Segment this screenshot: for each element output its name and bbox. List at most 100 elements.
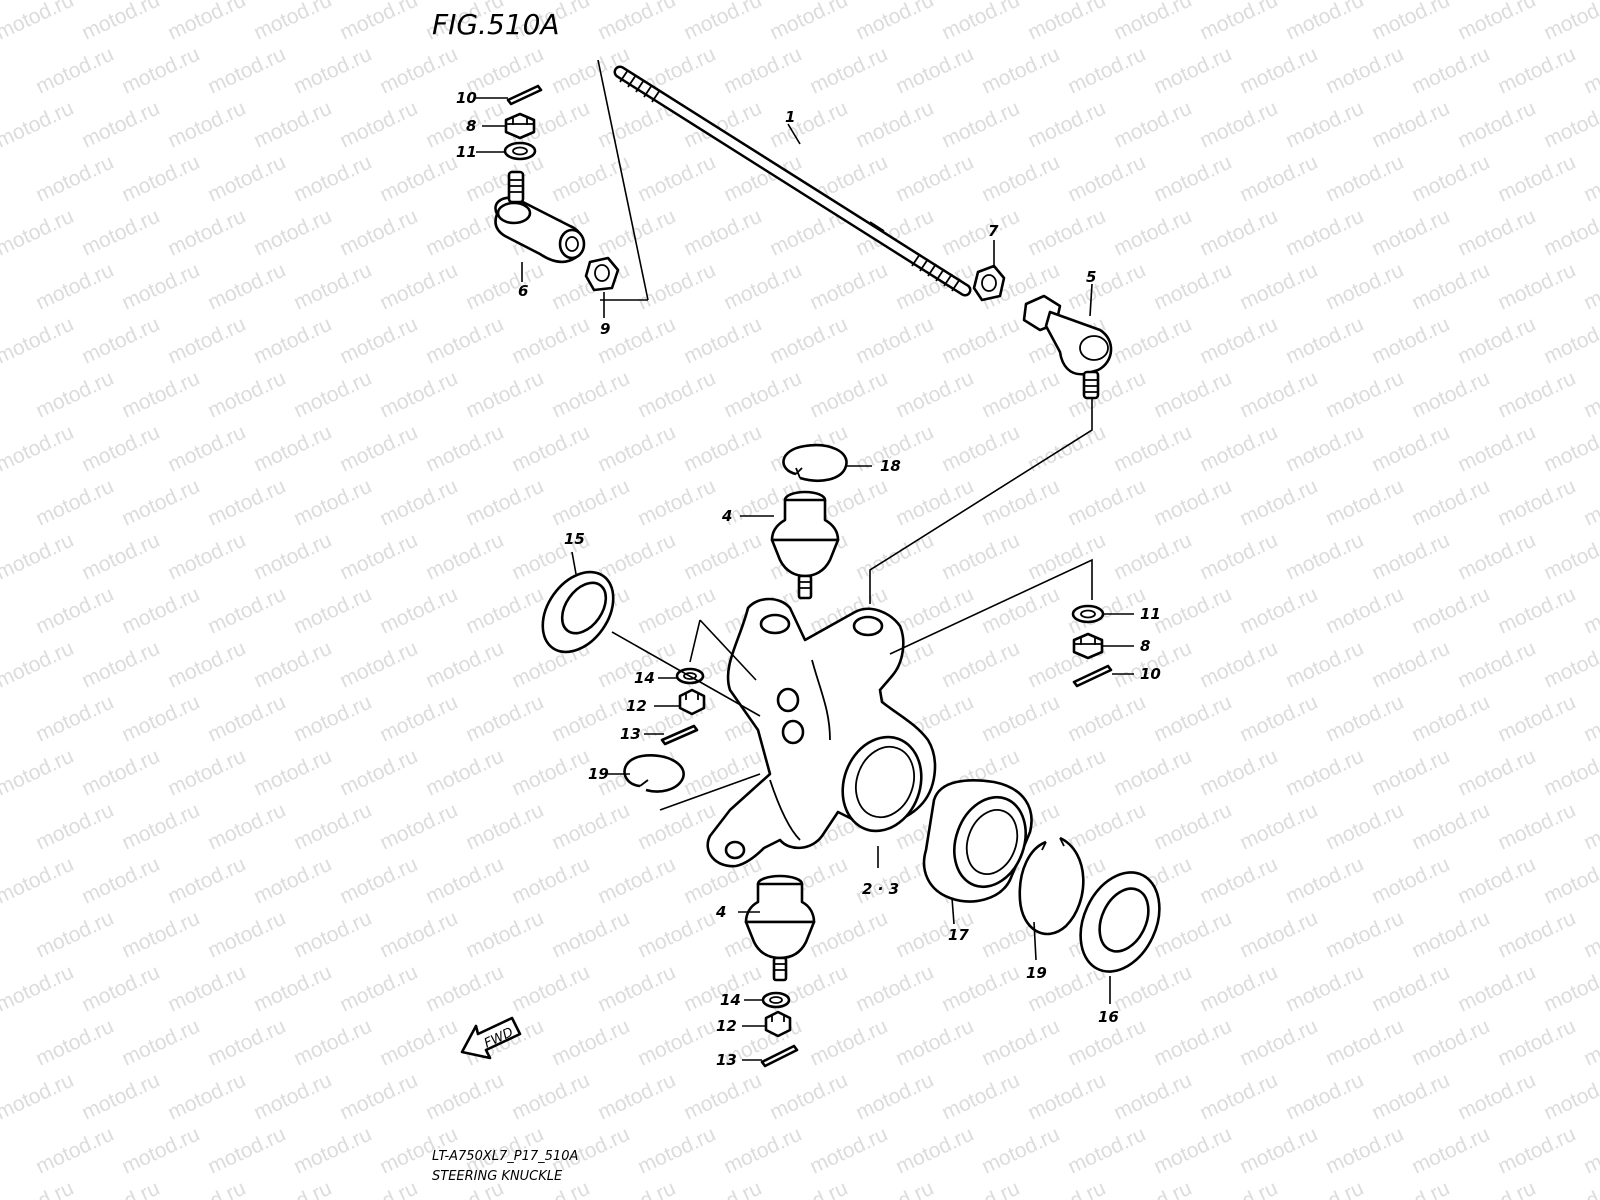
watermark-text: motod.ru: [1282, 1177, 1367, 1200]
watermark-text: motod.ru: [336, 637, 421, 693]
watermark-text: motod.ru: [250, 853, 335, 909]
watermark-text: motod.ru: [164, 0, 249, 45]
watermark-text: motod.ru: [1282, 745, 1367, 801]
circlip-upper[interactable]: [782, 443, 848, 482]
watermark-text: motod.ru: [1408, 583, 1493, 639]
watermark-text: motod.ru: [1196, 745, 1281, 801]
watermark-text: motod.ru: [1236, 799, 1321, 855]
watermark-text: motod.ru: [462, 583, 547, 639]
watermark-text: motod.ru: [1024, 1069, 1109, 1125]
watermark-text: motod.ru: [508, 313, 593, 369]
cotter-pin-top[interactable]: [506, 84, 543, 106]
steering-knuckle[interactable]: [706, 597, 937, 868]
washer-right[interactable]: [1071, 604, 1105, 624]
castle-nut-top[interactable]: [504, 112, 536, 140]
lock-nut-left[interactable]: [584, 256, 620, 292]
wheel-bearing[interactable]: [922, 779, 1038, 903]
castle-nut-right[interactable]: [1072, 632, 1104, 660]
watermark-text: motod.ru: [508, 745, 593, 801]
watermark-text: motod.ru: [78, 313, 163, 369]
circlip-left[interactable]: [623, 754, 685, 793]
watermark-text: motod.ru: [1368, 1177, 1453, 1200]
assembly-lines: [611, 398, 1093, 811]
cotter-pin-bottom[interactable]: [760, 1044, 799, 1068]
seal-left[interactable]: [528, 559, 628, 666]
watermark-text: motod.ru: [422, 637, 507, 693]
watermark-text: motod.ru: [766, 1069, 851, 1125]
figure-title: FIG.510A: [432, 8, 560, 41]
lock-nut-right[interactable]: [972, 264, 1006, 302]
watermark-text: motod.ru: [892, 43, 977, 99]
callout-18: 18: [880, 457, 901, 475]
watermark-text: motod.ru: [250, 313, 335, 369]
watermark-text: motod.ru: [1236, 583, 1321, 639]
ball-joint-lower[interactable]: [744, 874, 816, 982]
leader-line: [597, 59, 649, 301]
watermark-text: motod.ru: [462, 691, 547, 747]
watermark-text: motod.ru: [290, 367, 375, 423]
watermark-text: motod.ru: [1540, 205, 1600, 261]
cotter-pin-mid[interactable]: [660, 724, 699, 746]
watermark-text: motod.ru: [290, 1015, 375, 1071]
watermark-text: motod.ru: [1580, 259, 1600, 315]
watermark-text: motod.ru: [1540, 961, 1600, 1017]
watermark-text: motod.ru: [806, 367, 891, 423]
watermark-text: motod.ru: [1024, 421, 1109, 477]
watermark-text: motod.ru: [1540, 97, 1600, 153]
watermark-text: motod.ru: [1368, 637, 1453, 693]
watermark-text: motod.ru: [118, 583, 203, 639]
watermark-text: motod.ru: [1454, 637, 1539, 693]
tie-rod[interactable]: [613, 65, 972, 297]
tie-rod-end-left[interactable]: [494, 170, 586, 264]
watermark-text: motod.ru: [1110, 1069, 1195, 1125]
watermark-text: motod.ru: [32, 259, 117, 315]
watermark-text: motod.ru: [0, 637, 77, 693]
watermark-text: motod.ru: [1322, 907, 1407, 963]
watermark-text: motod.ru: [1024, 205, 1109, 261]
watermark-text: motod.ru: [1540, 637, 1600, 693]
watermark-text: motod.ru: [720, 43, 805, 99]
cotter-pin-right[interactable]: [1072, 664, 1113, 688]
ball-joint-upper[interactable]: [770, 490, 840, 600]
watermark-text: motod.ru: [290, 43, 375, 99]
watermark-text: motod.ru: [32, 583, 117, 639]
watermark-text: motod.ru: [1282, 1069, 1367, 1125]
watermark-text: motod.ru: [376, 367, 461, 423]
washer-top[interactable]: [503, 141, 537, 161]
circlip-right[interactable]: [1018, 836, 1085, 936]
watermark-text: motod.ru: [1150, 367, 1235, 423]
watermark-text: motod.ru: [1540, 853, 1600, 909]
watermark-text: motod.ru: [1580, 583, 1600, 639]
watermark-text: motod.ru: [1580, 1015, 1600, 1071]
watermark-text: motod.ru: [336, 0, 421, 45]
watermark-text: motod.ru: [0, 205, 77, 261]
watermark-text: motod.ru: [32, 367, 117, 423]
watermark-text: motod.ru: [852, 961, 937, 1017]
seal-right[interactable]: [1065, 860, 1174, 985]
watermark-text: motod.ru: [852, 1177, 937, 1200]
watermark-text: motod.ru: [1494, 259, 1579, 315]
callout-15: 15: [564, 530, 585, 548]
watermark-text: motod.ru: [290, 475, 375, 531]
watermark-text: motod.ru: [336, 421, 421, 477]
watermark-text: motod.ru: [204, 151, 289, 207]
callout-4-upper: 4: [721, 507, 732, 525]
castle-nut-bottom[interactable]: [764, 1010, 792, 1038]
washer-bottom[interactable]: [761, 991, 791, 1009]
watermark-text: motod.ru: [164, 961, 249, 1017]
castle-nut-mid[interactable]: [678, 688, 706, 716]
watermark-text: motod.ru: [462, 259, 547, 315]
tie-rod-end-right[interactable]: [1022, 294, 1113, 400]
watermark-text: motod.ru: [1322, 259, 1407, 315]
watermark-text: motod.ru: [336, 1177, 421, 1200]
watermark-text: motod.ru: [376, 259, 461, 315]
watermark-text: motod.ru: [164, 1069, 249, 1125]
watermark-text: motod.ru: [1540, 529, 1600, 585]
watermark-text: motod.ru: [938, 529, 1023, 585]
watermark-text: motod.ru: [204, 367, 289, 423]
watermark-text: motod.ru: [1408, 259, 1493, 315]
watermark-text: motod.ru: [852, 0, 937, 45]
watermark-text: motod.ru: [1236, 691, 1321, 747]
diagram-code: LT-A750XL7_P17_510A: [432, 1149, 578, 1164]
